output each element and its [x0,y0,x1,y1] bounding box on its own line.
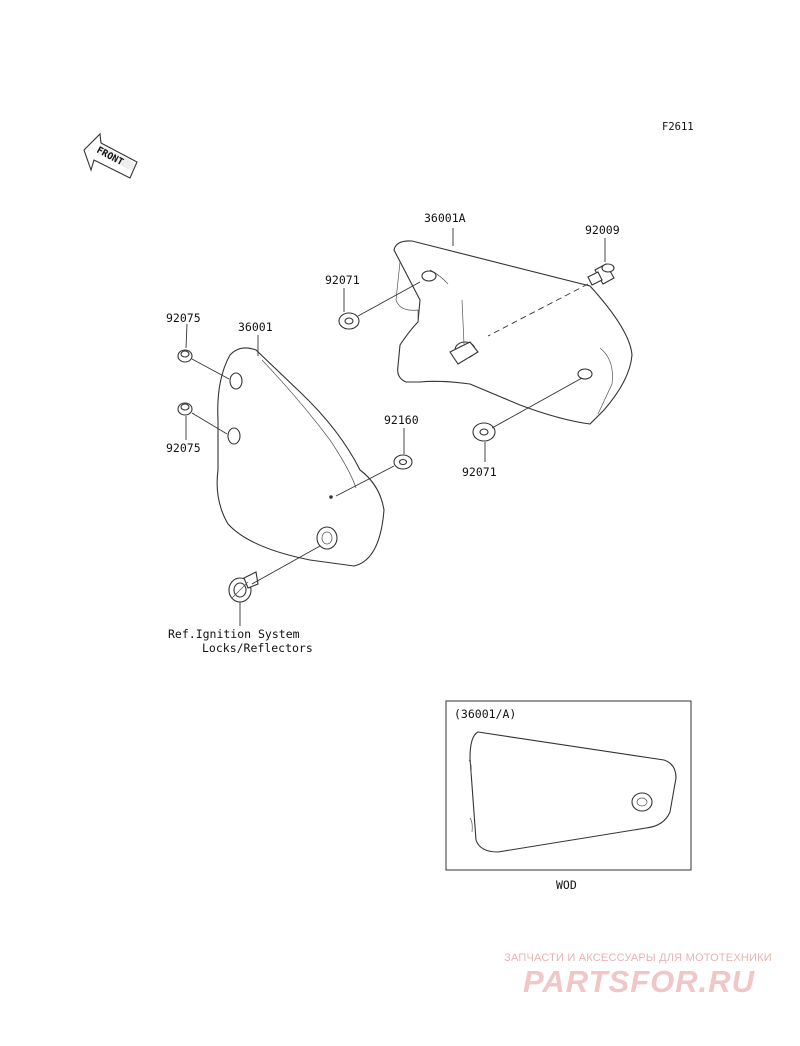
leader-92075-top [185,323,188,349]
washer-92160 [393,454,413,470]
inset-title: (36001/A) [454,707,516,721]
reference-note-line1: Ref.Ignition System [168,627,300,641]
line-92160 [335,465,395,497]
inset-panel [445,700,692,871]
watermark-text: ЗАПЧАСТИ И АКСЕССУАРЫ ДЛЯ МОТОТЕХНИКИ [504,952,772,964]
callout-92071-top: 92071 [325,273,360,287]
callout-92071-bottom: 92071 [462,465,497,479]
side-cover-36001A [393,240,633,425]
watermark-logo: PARTSFOR.RU [522,964,756,999]
grommet-92075-top [177,349,193,363]
callout-92075-top: 92075 [166,311,201,325]
line-92071-bottom [491,377,583,429]
line-92071-top [357,281,421,317]
line-lock [251,545,321,585]
grommet-92071-bottom [472,422,496,442]
callout-92160: 92160 [384,413,419,427]
front-arrow-icon: FRONT [83,132,138,179]
line-92075-bottom [191,412,228,435]
reference-note-line2: Locks/Reflectors [202,641,313,655]
side-cover-36001 [216,347,385,567]
bolt-92009 [587,263,615,286]
dashline-92009 [487,283,589,337]
grommet-92071-top [338,312,360,330]
callout-92009: 92009 [585,223,620,237]
figure-code: F2611 [662,121,694,133]
grommet-92075-bottom [177,402,193,416]
inset-caption: WOD [556,878,577,892]
callout-36001: 36001 [238,320,273,334]
callout-36001A: 36001A [424,211,466,225]
callout-92075-bottom: 92075 [166,441,201,455]
line-92075-top [191,358,230,380]
lock-cylinder [228,571,259,603]
